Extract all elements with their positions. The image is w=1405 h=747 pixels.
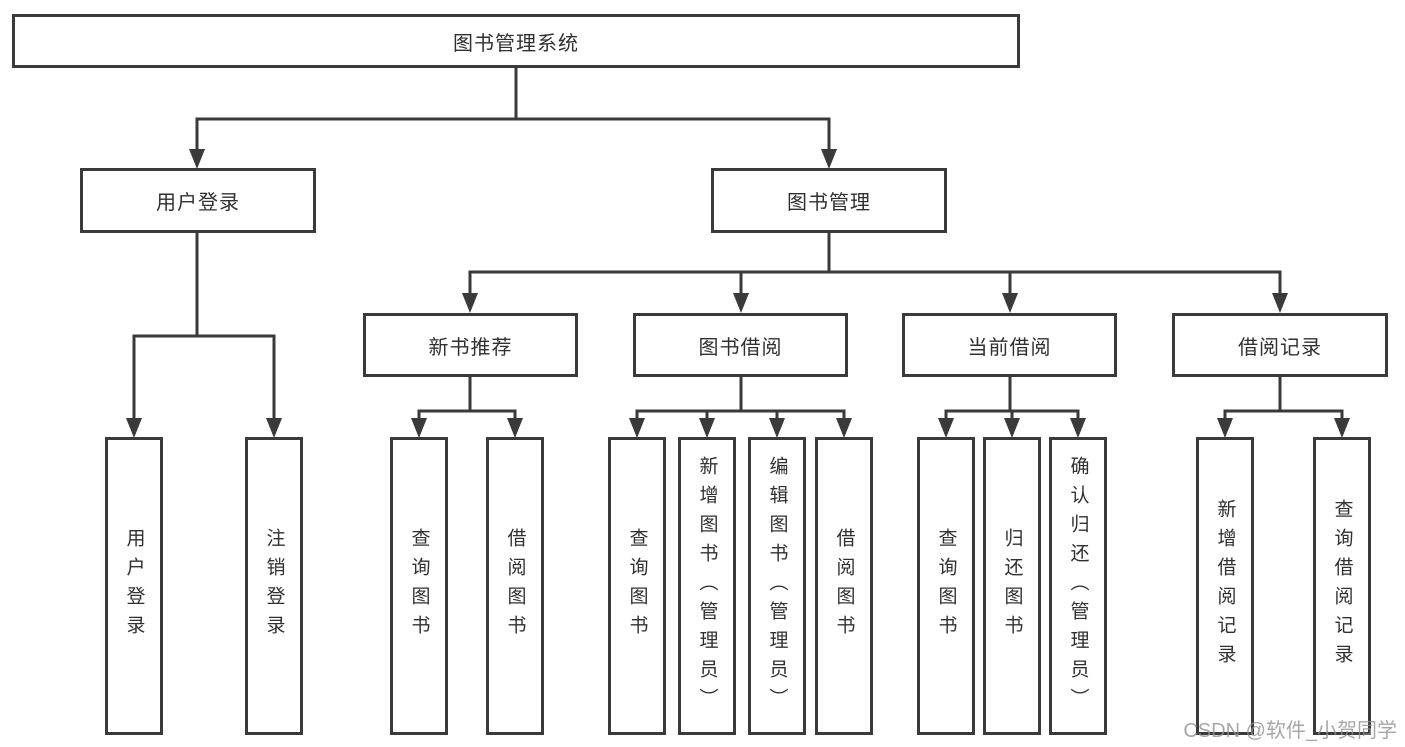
node-root: 图书管理系统 xyxy=(12,14,1020,68)
leaf-query-books-recommend: 查询图书 xyxy=(390,437,448,735)
node-book-management: 图书管理 xyxy=(711,168,947,233)
node-current-borrowing: 当前借阅 xyxy=(902,313,1117,377)
leaf-logout: 注销登录 xyxy=(245,437,303,735)
leaf-edit-book-admin: 编辑图书（管理员） xyxy=(748,437,806,735)
node-borrowing-records: 借阅记录 xyxy=(1172,313,1388,377)
arrowhead-icons xyxy=(126,149,1350,438)
leaf-query-books-current: 查询图书 xyxy=(917,437,975,735)
leaf-add-borrow-record: 新增借阅记录 xyxy=(1196,437,1254,735)
csdn-watermark: CSDN @软件_小贺同学 xyxy=(1183,720,1397,742)
leaf-add-book-admin: 新增图书（管理员） xyxy=(678,437,736,735)
leaf-confirm-return-admin: 确认归还（管理员） xyxy=(1049,437,1107,735)
node-book-borrowing: 图书借阅 xyxy=(633,313,848,377)
leaf-borrow-books-recommend: 借阅图书 xyxy=(486,437,544,735)
node-new-book-recommend: 新书推荐 xyxy=(363,313,578,377)
leaf-return-book: 归还图书 xyxy=(983,437,1041,735)
leaf-borrow-books: 借阅图书 xyxy=(815,437,873,735)
leaf-query-borrow-record: 查询借阅记录 xyxy=(1313,437,1371,735)
leaf-query-books-borrowing: 查询图书 xyxy=(608,437,666,735)
node-user-login: 用户登录 xyxy=(80,168,316,233)
leaf-user-login: 用户登录 xyxy=(105,437,163,735)
